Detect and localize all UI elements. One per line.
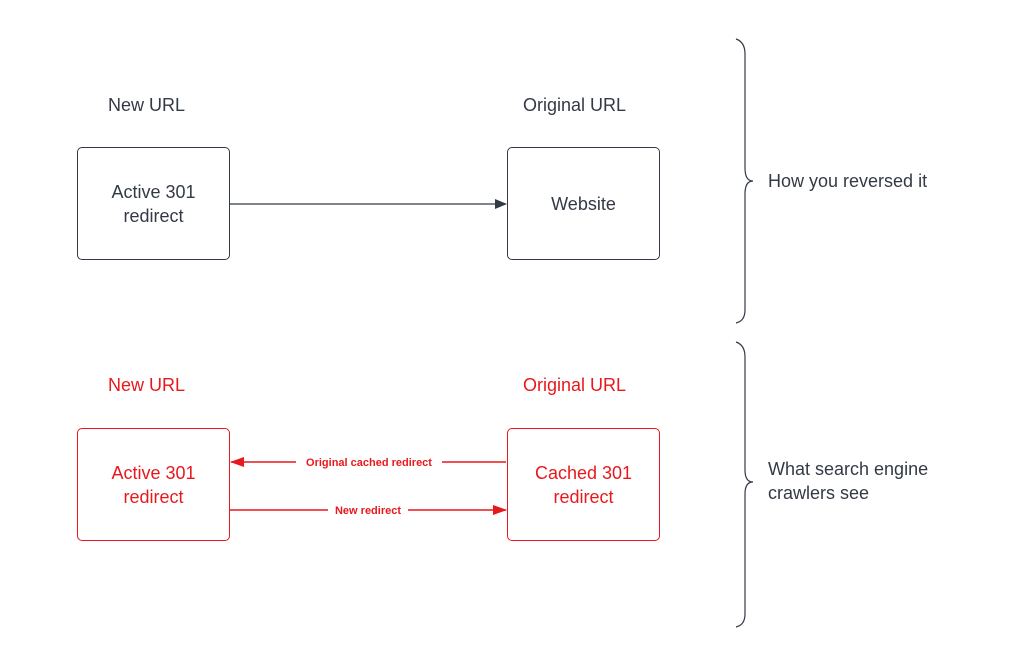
top-new-url-label: New URL (108, 95, 186, 115)
bottom-brace-label: What search engine crawlers see (768, 459, 929, 503)
top-website-text: Website (551, 193, 616, 214)
bottom-active-redirect-text: Active 301 redirect (111, 462, 196, 507)
top-active-redirect-box: Active 301 redirect (77, 147, 230, 260)
arrow-upper-label: Original cached redirect (306, 457, 432, 469)
bottom-cached-redirect-box: Cached 301 redirect (507, 428, 660, 541)
top-active-redirect-text: Active 301 redirect (111, 181, 196, 226)
bottom-brace (735, 341, 754, 628)
bottom-active-redirect-box: Active 301 redirect (77, 428, 230, 541)
bottom-original-url-label: Original URL (523, 375, 627, 395)
top-website-box: Website (507, 147, 660, 260)
arrow-lower-label: New redirect (335, 505, 401, 517)
top-brace (735, 38, 754, 324)
bottom-new-url-label: New URL (108, 375, 186, 395)
top-original-url-label: Original URL (523, 95, 627, 115)
bottom-cached-redirect-text: Cached 301 redirect (534, 462, 633, 507)
top-brace-label: How you reversed it (768, 171, 928, 191)
